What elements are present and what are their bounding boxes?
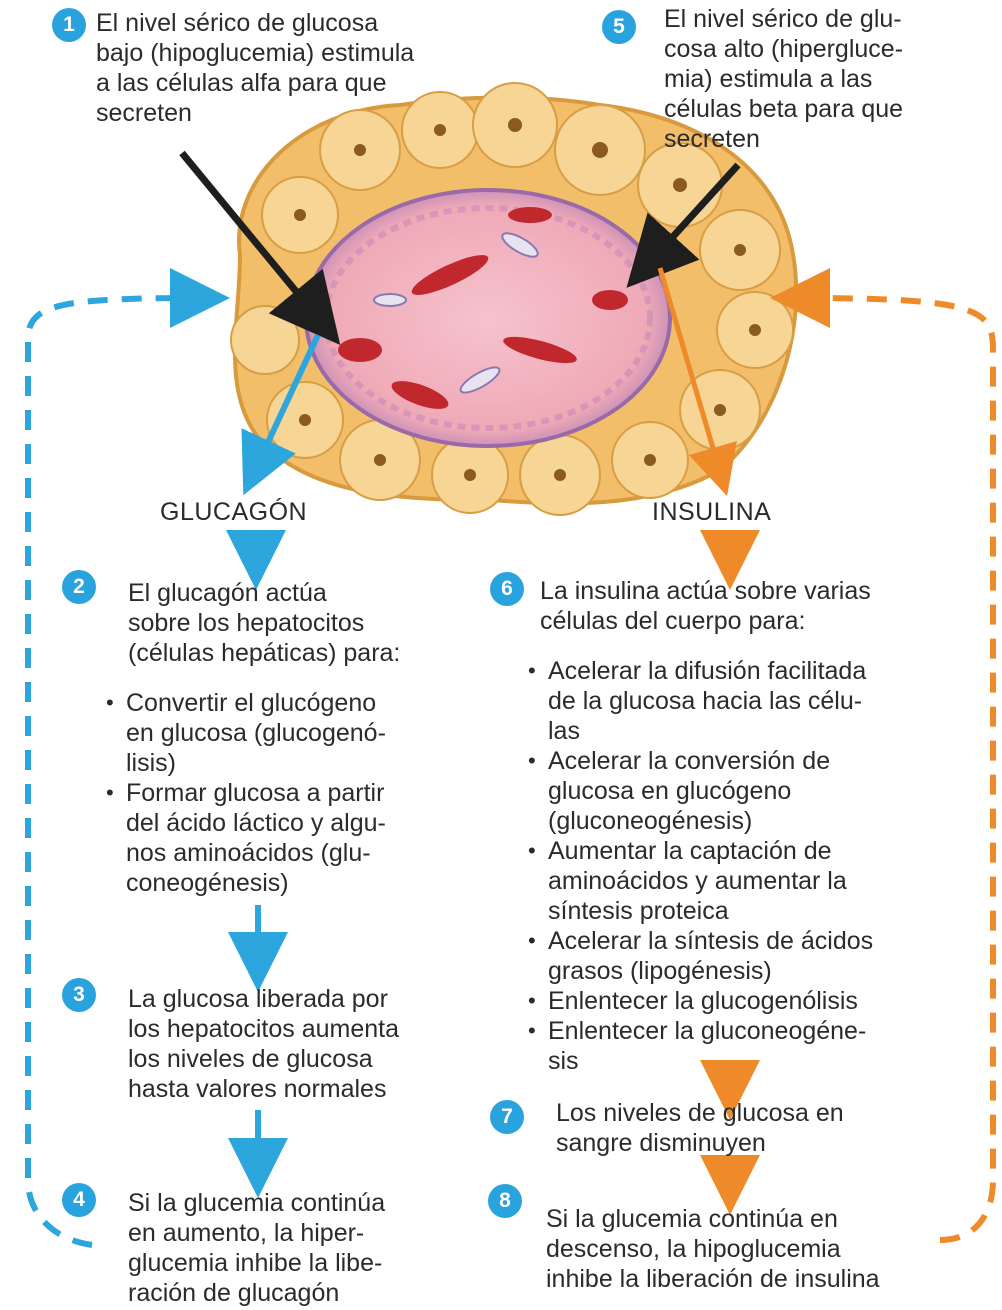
step-7-text: Los niveles de glucosa en sangre disminu… xyxy=(556,1098,976,1158)
step-6-text: La insulina actúa sobre varias células d… xyxy=(540,576,1000,636)
insulin-actions-list: Acelerar la difusión facilitada de la gl… xyxy=(526,656,996,1076)
step-8-badge: 8 xyxy=(488,1184,522,1218)
insulin-action: Enlentecer la glucogenólisis xyxy=(526,986,996,1016)
insulin-action: Enlentecer la gluconeogéne- sis xyxy=(526,1016,996,1076)
step-6-badge: 6 xyxy=(490,572,524,606)
insulin-label: INSULINA xyxy=(652,498,771,527)
step-3-text: La glucosa liberada por los hepatocitos … xyxy=(128,984,498,1104)
glucagon-actions-list: Convertir el glucógeno en glucosa (gluco… xyxy=(104,688,484,898)
step-3-badge: 3 xyxy=(62,978,96,1012)
step-1-text: El nivel sérico de glucosa bajo (hipoglu… xyxy=(96,8,536,128)
insulin-action: Aumentar la captación de aminoácidos y a… xyxy=(526,836,996,926)
insulin-action: Acelerar la conversión de glucosa en glu… xyxy=(526,746,996,836)
glucagon-action: Convertir el glucógeno en glucosa (gluco… xyxy=(104,688,484,778)
insulin-action: Acelerar la difusión facilitada de la gl… xyxy=(526,656,996,746)
step-2-badge: 2 xyxy=(62,570,96,604)
step-4-text: Si la glucemia continúa en aumento, la h… xyxy=(128,1188,498,1308)
step-7-badge: 7 xyxy=(490,1100,524,1134)
glucagon-label: GLUCAGÓN xyxy=(160,498,307,527)
step-5-text: El nivel sérico de glu- cosa alto (hiper… xyxy=(664,4,994,154)
step-1-badge: 1 xyxy=(52,8,86,42)
step-8-text: Si la glucemia continúa en descenso, la … xyxy=(546,1204,996,1294)
insulin-action: Acelerar la síntesis de ácidos grasos (l… xyxy=(526,926,996,986)
step-4-badge: 4 xyxy=(62,1183,96,1217)
step-2-text: El glucagón actúa sobre los hepatocitos … xyxy=(128,578,468,668)
glucagon-action: Formar glucosa a partir del ácido láctic… xyxy=(104,778,484,898)
step-5-badge: 5 xyxy=(602,10,636,44)
